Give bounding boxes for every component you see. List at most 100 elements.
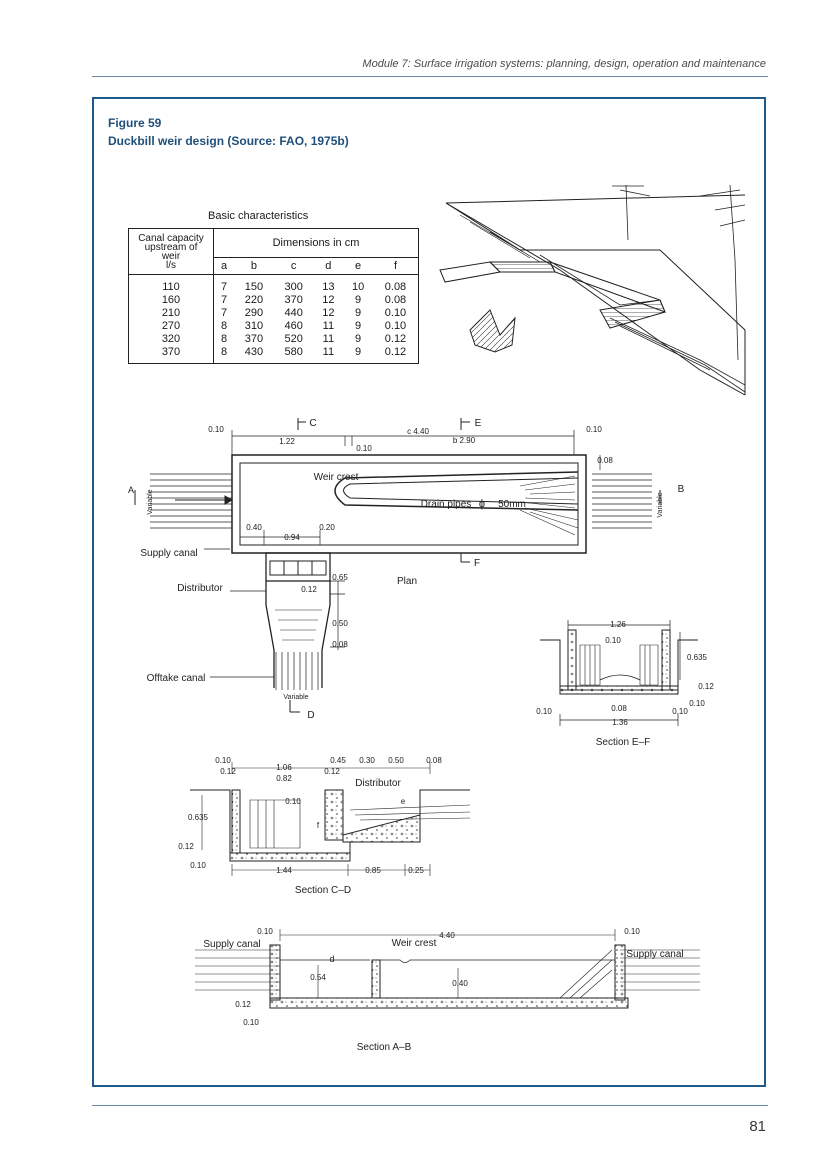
column-header: f — [393, 260, 397, 272]
section-marker-c: C — [309, 418, 316, 429]
table-cell: 310 — [244, 320, 264, 332]
table-cell: 110 — [128, 274, 214, 294]
dimension: 0.54 — [310, 973, 326, 982]
dimension: 0.50 — [388, 756, 404, 765]
table-cell: 9 — [355, 333, 362, 345]
capacity-header-line: l/s — [166, 259, 176, 271]
drain-pipes-label: Drain pipes — [421, 499, 472, 510]
section-marker-f: F — [474, 558, 480, 569]
table-cell: 9 — [355, 320, 362, 332]
table-cell: 11 — [322, 320, 335, 332]
table-cell: 220 — [244, 294, 264, 306]
table-cell: 290 — [244, 307, 264, 319]
column-header: b — [250, 260, 257, 272]
dimension: b 2.90 — [453, 436, 476, 445]
variable-label: Variable — [147, 489, 154, 514]
plan-view — [134, 418, 661, 713]
table-cell: 11 — [322, 346, 335, 358]
table-cell: 13 — [322, 281, 335, 293]
dimension-f-label: f — [317, 821, 320, 830]
column-header: d — [325, 260, 332, 272]
supply-canal-label: Supply canal — [140, 548, 197, 559]
section-ef-title: Section E–F — [596, 737, 650, 748]
table-row: 110 7 150 300 13 10 0.08 — [128, 274, 419, 294]
table-cell: 11 — [322, 333, 335, 345]
table-row: 210 7 290 440 12 9 0.10 — [128, 307, 419, 320]
dimension-e-label: e — [401, 797, 406, 806]
table-cell: 580 — [284, 346, 303, 358]
dimension: 0.10 — [243, 1018, 259, 1027]
dimension: 0.10 — [285, 797, 301, 806]
variable-label: Variable — [657, 492, 664, 517]
table-cell: 9 — [355, 346, 362, 358]
table-cell: 8 — [220, 346, 228, 358]
dimension: 0.12 — [324, 767, 340, 776]
dimension: 0.40 — [452, 979, 468, 988]
plan-title: Plan — [397, 576, 417, 587]
table-cell: 9 — [355, 307, 362, 319]
dimension: 0.10 — [536, 707, 552, 716]
figure-frame — [92, 97, 766, 1087]
section-ef-drawing — [540, 620, 698, 726]
supply-canal-left-label: Supply canal — [203, 939, 260, 950]
dimension: 0.10 — [356, 444, 372, 453]
section-marker-a: A — [128, 485, 134, 495]
dimension-d-label: d — [329, 954, 334, 964]
table-cell: 7 — [220, 307, 228, 319]
dimension: 0.10 — [190, 861, 206, 870]
dimension: 0.08 — [332, 640, 348, 649]
table-cell: 7 — [220, 281, 228, 293]
perspective-sketch — [439, 184, 746, 396]
header-rule — [92, 76, 768, 77]
table-cell: 370 — [244, 333, 264, 345]
dimension: 0.12 — [235, 1000, 251, 1009]
dimension: 0.82 — [276, 774, 292, 783]
weir-crest-label: Weir crest — [314, 472, 359, 483]
dimension: 0.10 — [689, 699, 705, 708]
table-cell: 370 — [128, 346, 214, 364]
section-marker-b: B — [678, 484, 685, 495]
column-header: c — [290, 260, 297, 272]
offtake-canal-label: Offtake canal — [147, 673, 206, 684]
section-marker-e: E — [475, 418, 482, 429]
table-cell: 370 — [284, 294, 303, 306]
section-ab-title: Section A–B — [357, 1042, 412, 1053]
dimension: 0.30 — [359, 756, 375, 765]
table-cell: 320 — [128, 333, 214, 346]
table-row: 160 7 220 370 12 9 0.08 — [128, 294, 419, 307]
section-ab-drawing — [195, 929, 700, 1009]
page-number: 81 — [749, 1118, 766, 1135]
supply-canal-drawing — [150, 473, 232, 529]
dimension: 1.44 — [276, 866, 292, 875]
dimension: 0.635 — [188, 813, 209, 822]
supply-canal-right-label: Supply canal — [626, 949, 683, 960]
dimension: 0.10 — [257, 927, 273, 936]
dimension: 4.40 — [439, 931, 455, 940]
capacity-header-line: Canal capacity — [138, 232, 204, 244]
table-row: 320 8 370 520 11 9 0.12 — [128, 333, 419, 346]
figure-caption: Duckbill weir design (Source: FAO, 1975b… — [108, 134, 349, 148]
table-cell: 12 — [322, 294, 335, 306]
dimension: 0.65 — [332, 573, 348, 582]
dimension: 0.12 — [301, 585, 317, 594]
dimension: 1.36 — [612, 718, 628, 727]
table-cell: 0.10 — [384, 307, 407, 319]
distributor-label: Distributor — [177, 583, 223, 594]
running-header: Module 7: Surface irrigation systems: pl… — [362, 58, 766, 70]
figure-label: Figure 59 — [108, 116, 162, 130]
dimension: 0.94 — [284, 533, 300, 542]
table-cell: 12 — [322, 307, 335, 319]
dimension: 0.40 — [246, 523, 262, 532]
dimension: 0.10 — [215, 756, 231, 765]
dimension: 0.10 — [586, 425, 602, 434]
basic-characteristics-table: Canal capacity upstream of weir l/s Dime… — [128, 228, 419, 364]
table-cell: 0.12 — [384, 333, 407, 345]
leader-lines — [204, 548, 274, 678]
dimension: 0.50 — [332, 619, 348, 628]
table-cell: 9 — [355, 294, 362, 306]
dimension: 0.25 — [408, 866, 424, 875]
section-cd-drawing — [190, 762, 471, 876]
table-cell: 10 — [351, 281, 365, 293]
table-cell: 160 — [128, 294, 214, 307]
